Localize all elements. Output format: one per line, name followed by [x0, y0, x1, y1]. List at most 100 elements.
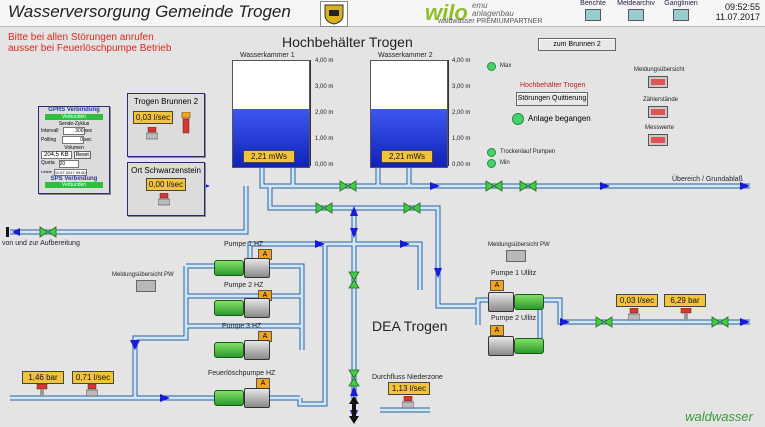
archive-icon — [628, 9, 644, 21]
tank2-scale-3: 3,00 m — [452, 84, 471, 90]
pump1-ullitz-label: Pumpe 1 Ullitz — [491, 270, 537, 277]
volumen-label: Volumen — [64, 145, 84, 151]
schwarzenstein-title: Ort Schwarzenstein — [131, 166, 201, 175]
nav-meldearchiv[interactable]: Meldearchiv — [612, 0, 660, 21]
trend-icon — [673, 9, 689, 21]
right-flow: 0,03 l/sec — [616, 294, 658, 307]
interval-unit: sec — [84, 128, 93, 134]
polling-label: Polling — [41, 137, 57, 143]
tank1-level: 2,21 mWs — [243, 150, 295, 163]
pump1-ullitz[interactable] — [514, 294, 544, 310]
meld-pw-left-label: Meldungsübersicht PW — [112, 272, 174, 278]
brunnen2-panel[interactable]: Trogen Brunnen 2 — [127, 93, 205, 157]
gprs-zyklus: Sende-Zyklus — [58, 121, 90, 127]
brunnen2-pump-icon — [180, 111, 192, 136]
schwarzenstein-panel[interactable]: Ort Schwarzenstein — [127, 162, 205, 216]
quota-value: 20 — [58, 160, 79, 168]
tank1-scale-4: 4,00 m — [315, 58, 334, 64]
schwarzenstein-sensor-icon — [157, 192, 171, 207]
tank2-scale-4: 4,00 m — [452, 58, 471, 64]
brunnen2-sensor-icon — [145, 126, 159, 141]
pump2-ullitz-label: Pumpe 2 Ullitz — [491, 315, 537, 322]
report-icon — [585, 9, 601, 21]
pump1-hz-motor — [244, 258, 270, 278]
sps-status: Verbunden — [45, 182, 103, 188]
min-label: Min — [500, 160, 510, 166]
quit-button[interactable]: Störungen Quittierung — [516, 92, 588, 106]
nav-ganglinien[interactable]: Ganglinien — [657, 0, 705, 21]
polling-unit: sec — [84, 137, 92, 143]
last-label: Letzte — [41, 169, 52, 174]
pump2-ullitz-mode[interactable]: A — [490, 325, 504, 336]
polling-input[interactable]: 0 — [62, 136, 85, 144]
aufbereitung-label: von und zur Aufbereitung — [2, 240, 80, 247]
gprs-status: Verbunden — [45, 114, 103, 120]
reset-button[interactable]: Reset — [73, 151, 91, 159]
feuerloesch-label: Feuerlöschpumpe HZ — [208, 370, 276, 377]
tank1-scale-3: 3,00 m — [315, 84, 334, 90]
last-value: 11.07.2017 09:50 — [53, 169, 87, 176]
feuerloesch-pump[interactable] — [214, 390, 244, 406]
left-flow-sensor-icon — [85, 383, 99, 398]
to-brunnen-2-button[interactable]: zum Brunnen 2 — [538, 38, 616, 51]
pump2-hz-label: Pumpe 2 HZ — [224, 282, 264, 289]
panel-title: Hochbehälter Trogen — [520, 82, 586, 89]
right-pressure: 6,29 bar — [664, 294, 706, 307]
volumen-value: 204,5 KB — [41, 151, 72, 159]
nav-berichte[interactable]: Berichte — [569, 0, 617, 21]
min-led — [487, 159, 496, 168]
tank2-scale-line — [448, 60, 452, 166]
tank1-scale-2: 2,00 m — [315, 110, 334, 116]
wilo-logo: wilo — [425, 0, 468, 25]
max-label: Max — [500, 63, 512, 69]
brunnen2-title: Trogen Brunnen 2 — [133, 97, 199, 106]
uebereich-label: Übereich / Grundablaß — [672, 176, 743, 183]
sps-title: SPS Verbindung — [50, 176, 98, 182]
meld-pw-right-button[interactable] — [506, 250, 526, 262]
brunnen2-flow: 0,03 l/sec — [133, 111, 173, 124]
durchfluss-label: Durchfluss Niederzone — [372, 374, 443, 381]
gprs-panel: GPRS Verbindung Verbunden Sende-Zyklus I… — [38, 106, 110, 194]
feuerloesch-motor — [244, 388, 270, 408]
pump2-hz-motor — [244, 298, 270, 318]
left-pressure: 1,46 bar — [22, 371, 64, 384]
tank1-label: Wasserkammer 1 — [240, 52, 295, 59]
meld-pw-left-button[interactable] — [136, 280, 156, 292]
waldwasser-logo: waldwasser — [685, 409, 753, 424]
begangen-led[interactable] — [512, 113, 524, 125]
gprs-title: GPRS Verbindung — [48, 107, 100, 113]
right-pressure-sensor-icon — [680, 307, 692, 322]
pump1-hz[interactable] — [214, 260, 244, 276]
pump1-ullitz-motor — [488, 292, 514, 312]
tank2-label: Wasserkammer 2 — [378, 52, 433, 59]
zaehler-button[interactable] — [648, 106, 668, 118]
pump2-ullitz[interactable] — [514, 338, 544, 354]
tank1-scale-line — [310, 60, 314, 166]
hochbehaelter-title: Hochbehälter Trogen — [282, 34, 413, 50]
meldung-button[interactable] — [648, 76, 668, 88]
schwarzenstein-flow: 0,00 l/sec — [146, 178, 186, 191]
pump1-ullitz-mode[interactable]: A — [490, 280, 504, 291]
max-led — [487, 62, 496, 71]
meld-pw-right-label: Meldungsübersicht PW — [488, 242, 550, 248]
pump3-hz[interactable] — [214, 342, 244, 358]
meldung-label: Meldungsübersicht — [634, 67, 685, 73]
trockenlauf-led — [487, 148, 496, 157]
pump3-hz-motor — [244, 340, 270, 360]
tank1-scale-0: 0,00 m — [315, 162, 334, 168]
tank1-scale-1: 1,00 m — [315, 136, 334, 142]
pump2-hz[interactable] — [214, 300, 244, 316]
right-flow-sensor-icon — [627, 307, 641, 322]
dea-title: DEA Trogen — [372, 318, 448, 334]
interval-input[interactable]: 300 — [62, 127, 85, 135]
trockenlauf-label: Trockenlauf Pumpen — [500, 149, 556, 155]
messwerte-label: Messwerte — [645, 125, 675, 131]
tank2-scale-2: 2,00 m — [452, 110, 471, 116]
pump1-hz-label: Pumpe 1 HZ — [224, 241, 264, 248]
pump3-hz-label: Pumpe 3 HZ — [222, 323, 262, 330]
messwerte-button[interactable] — [648, 134, 668, 146]
